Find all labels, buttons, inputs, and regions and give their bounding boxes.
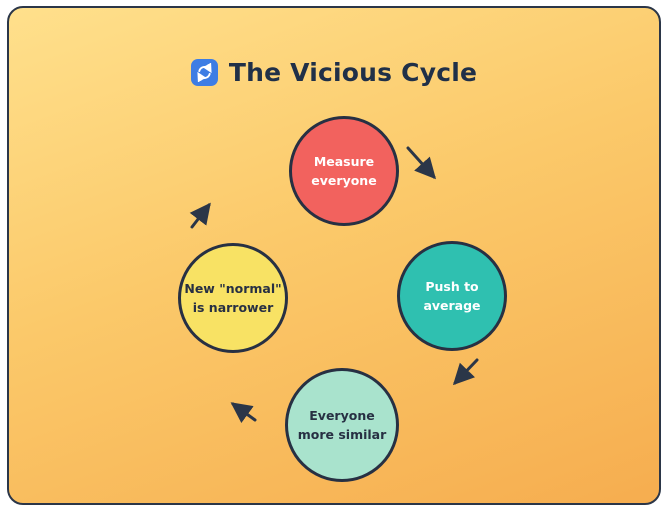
node-label-line: average	[423, 298, 481, 313]
node-label-line: New "normal"	[184, 280, 282, 296]
node-label-line: is narrower	[192, 300, 274, 315]
node-label-line: Measure	[313, 153, 375, 169]
node-label-line: more similar	[297, 427, 387, 442]
node-label-line: everyone	[311, 173, 377, 188]
node-new-normal-is-narrower: New "normal" is narrower	[178, 243, 288, 353]
node-label-line: Everyone	[309, 407, 375, 423]
node-measure-everyone: Measure everyone	[289, 116, 399, 226]
page-title-text: The Vicious Cycle	[228, 58, 478, 87]
page-title: The Vicious Cycle	[9, 58, 659, 87]
node-label-line: Push to	[425, 278, 479, 294]
cycle-refresh-icon	[190, 59, 218, 86]
node-push-to-average: Push to average	[397, 241, 507, 351]
node-everyone-more-similar: Everyone more similar	[285, 368, 399, 482]
diagram-card: The Vicious Cycle Measure everyone Push …	[7, 6, 661, 505]
